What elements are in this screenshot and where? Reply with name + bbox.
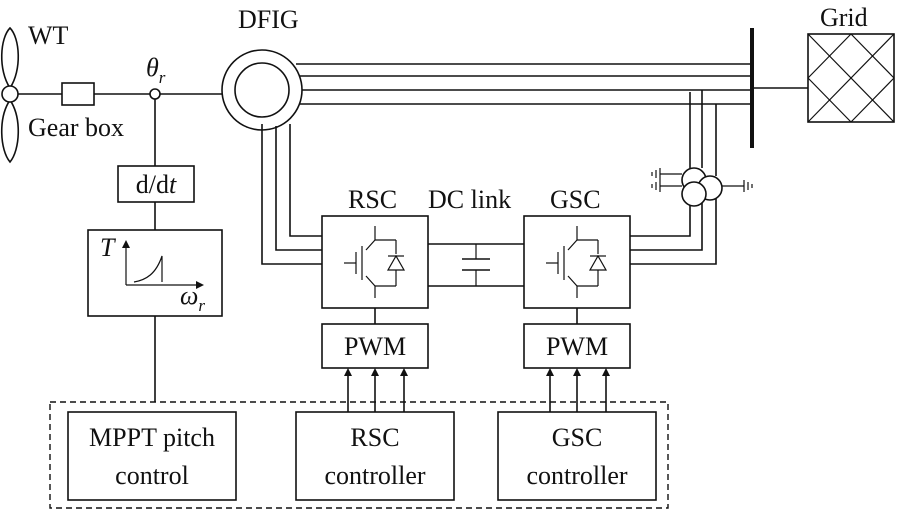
mppt-pitch-control-block bbox=[67, 411, 237, 501]
derivative-label: d/dt bbox=[136, 170, 177, 199]
rsc-igbt-icon bbox=[344, 226, 406, 298]
mppt-label-line2: control bbox=[115, 461, 189, 490]
torque-axis-label: T bbox=[100, 233, 116, 262]
rotor-angle-node bbox=[149, 88, 161, 100]
dc-link-label: DC link bbox=[428, 185, 511, 214]
gsc-controller-line2: controller bbox=[526, 461, 627, 490]
gsc-line-2 bbox=[630, 198, 703, 251]
rotor-line-1 bbox=[261, 124, 322, 265]
omega-axis-label: ωr bbox=[180, 281, 205, 315]
control-system-boundary bbox=[49, 401, 669, 509]
gsc-label: GSC bbox=[550, 185, 601, 214]
ground-left-icon bbox=[651, 168, 682, 192]
dfig-label: DFIG bbox=[238, 5, 299, 34]
gsc-controller-block bbox=[497, 411, 657, 501]
gearbox-block bbox=[61, 82, 95, 106]
transformer-icon bbox=[681, 167, 723, 207]
gearbox-label: Gear box bbox=[28, 113, 124, 142]
theta-label: θr bbox=[146, 53, 166, 87]
gsc-pwm-label: PWM bbox=[546, 332, 608, 361]
derivative-block bbox=[117, 165, 195, 203]
dc-capacitor-icon bbox=[462, 244, 490, 286]
wind-turbine-icon bbox=[0, 26, 20, 164]
rsc-controller-line2: controller bbox=[324, 461, 425, 490]
mppt-label-line1: MPPT pitch bbox=[89, 423, 215, 452]
rsc-controller-block bbox=[295, 411, 455, 501]
rotor-line-2 bbox=[275, 126, 322, 251]
gsc-igbt-icon bbox=[546, 226, 608, 298]
grid-label: Grid bbox=[820, 3, 868, 32]
rsc-pwm-label: PWM bbox=[344, 332, 406, 361]
wt-label: WT bbox=[28, 21, 69, 50]
rsc-label: RSC bbox=[348, 185, 397, 214]
ground-right-icon bbox=[722, 180, 753, 192]
rotor-line-3 bbox=[289, 124, 322, 237]
dfig-machine-icon bbox=[221, 49, 303, 131]
grid-icon bbox=[807, 33, 895, 123]
gsc-controller-line1: GSC bbox=[552, 423, 603, 452]
rsc-controller-line1: RSC bbox=[350, 423, 399, 452]
gsc-line-3 bbox=[630, 198, 717, 265]
gsc-line-1 bbox=[630, 198, 691, 237]
torque-speed-curve-icon bbox=[122, 240, 204, 289]
